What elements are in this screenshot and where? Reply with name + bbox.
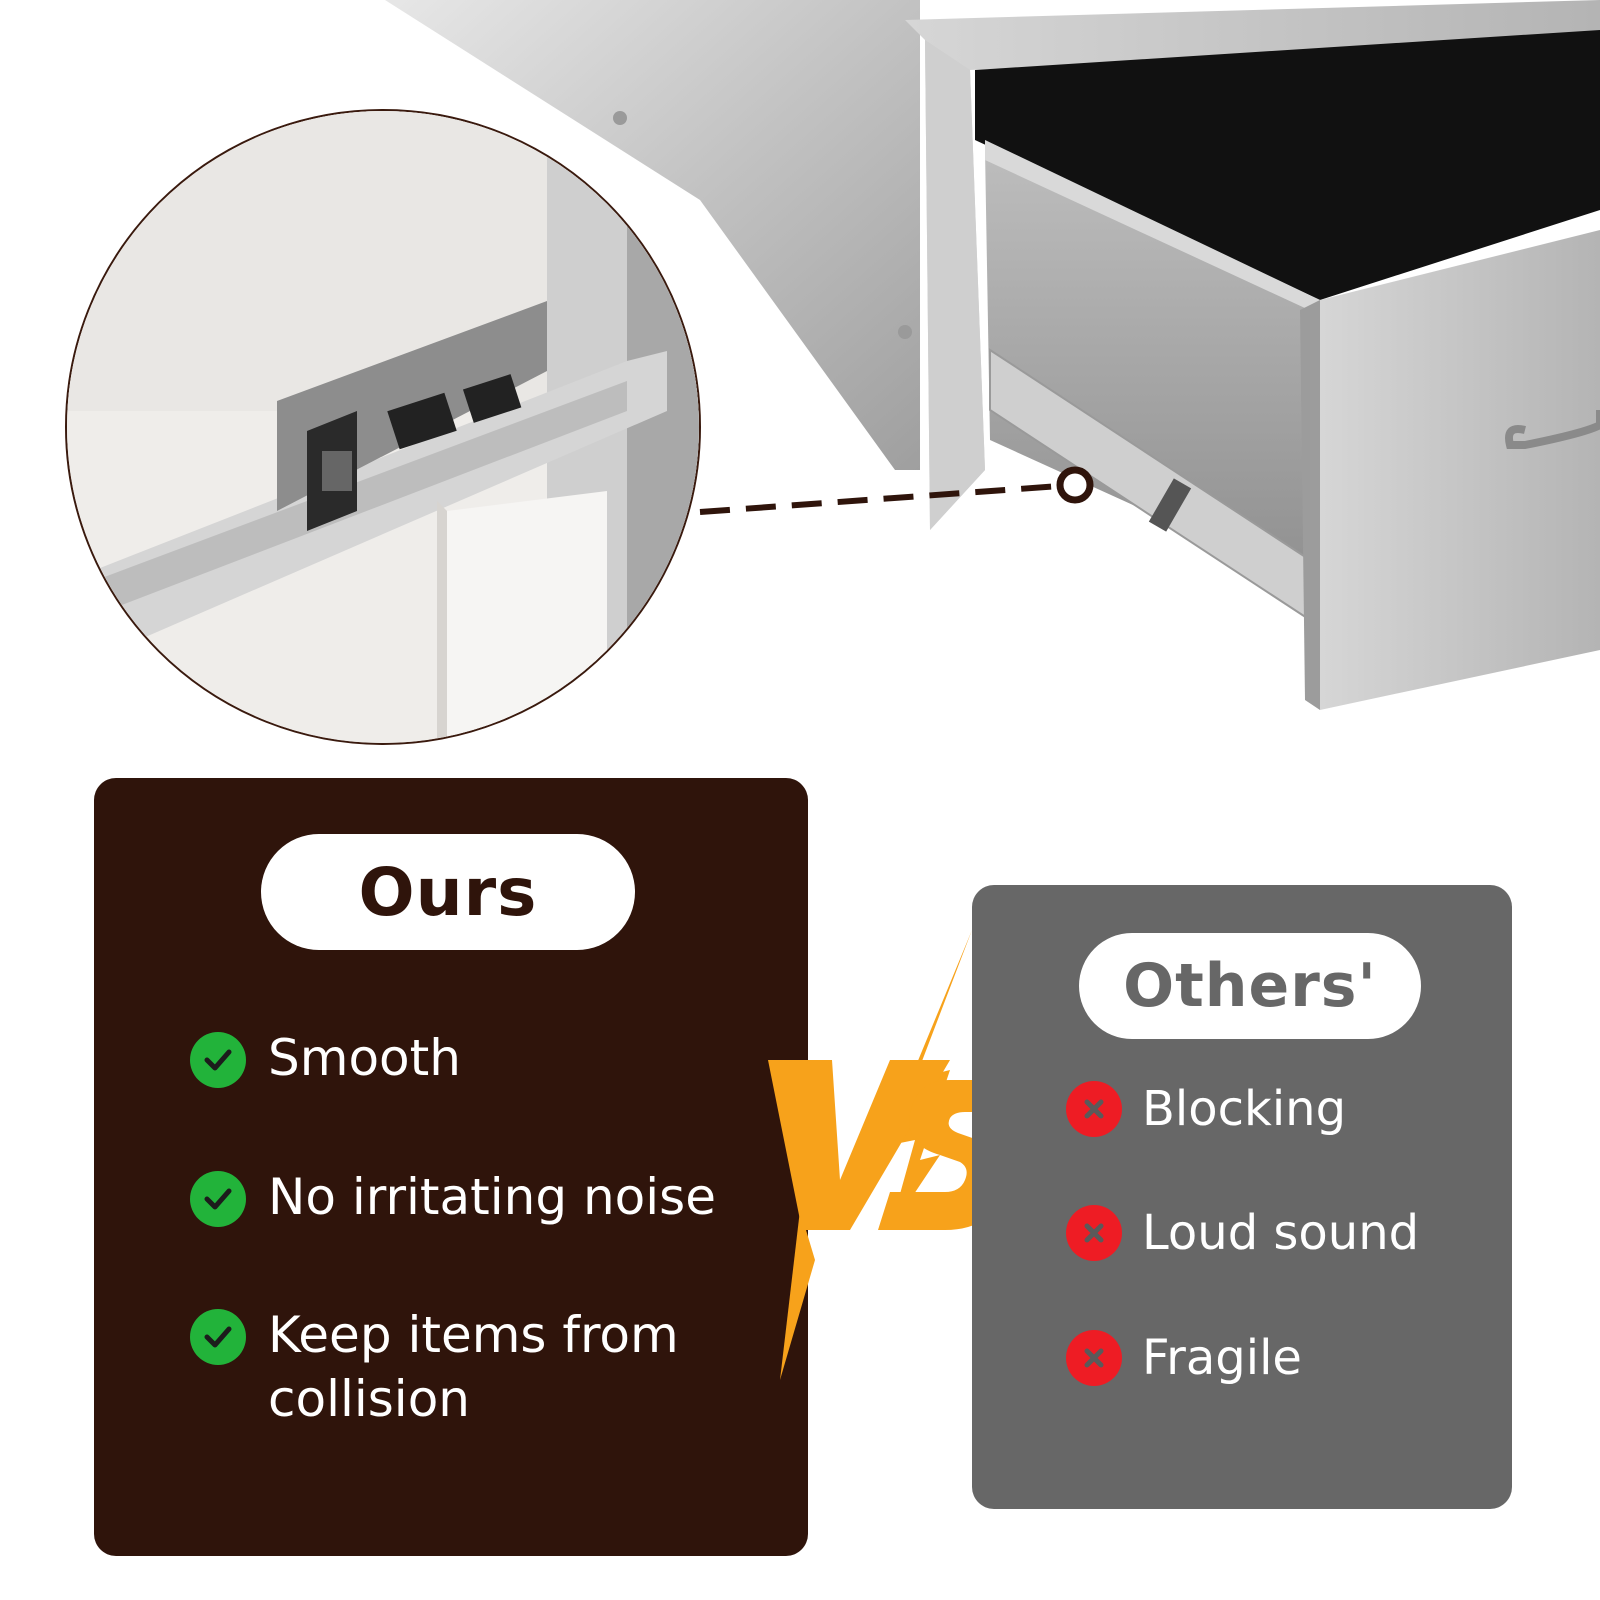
check-icon (190, 1171, 246, 1227)
ours-title-badge: Ours (261, 834, 635, 950)
others-title: Others' (1123, 951, 1377, 1021)
cross-icon (1066, 1081, 1122, 1137)
check-icon (190, 1309, 246, 1365)
ours-feature-line-2: collision (268, 1370, 470, 1428)
ours-panel: Ours Smooth No irritating noise Keep ite… (94, 778, 808, 1556)
others-panel: Others' Blocking Loud sound Fragile (972, 885, 1512, 1509)
slide-rail-closeup (67, 111, 699, 743)
others-feature-label: Loud sound (1142, 1205, 1420, 1261)
ours-feature-label: Smooth (268, 1029, 461, 1087)
slide-rail-zoom-detail (65, 109, 701, 745)
cross-icon (1066, 1205, 1122, 1261)
ours-title: Ours (358, 853, 538, 931)
others-feature-label: Blocking (1142, 1081, 1347, 1137)
others-feature-loud-sound: Loud sound (1066, 1205, 1419, 1261)
others-feature-label: Fragile (1142, 1330, 1302, 1386)
ours-feature-no-noise: No irritating noise (190, 1165, 716, 1229)
ours-feature-label: No irritating noise (268, 1168, 716, 1226)
drawer-product-photo (385, 0, 1600, 710)
others-title-badge: Others' (1079, 933, 1421, 1039)
cross-icon (1066, 1330, 1122, 1386)
others-feature-fragile: Fragile (1066, 1330, 1302, 1386)
ours-feature-keep-items: Keep items from collision (190, 1303, 679, 1431)
ours-feature-label: Keep items from collision (268, 1303, 679, 1431)
others-feature-blocking: Blocking (1066, 1081, 1346, 1137)
vs-letter-v (768, 1060, 950, 1230)
ours-feature-smooth: Smooth (190, 1026, 461, 1090)
check-icon (190, 1032, 246, 1088)
ours-feature-line-1: Keep items from (268, 1306, 679, 1364)
